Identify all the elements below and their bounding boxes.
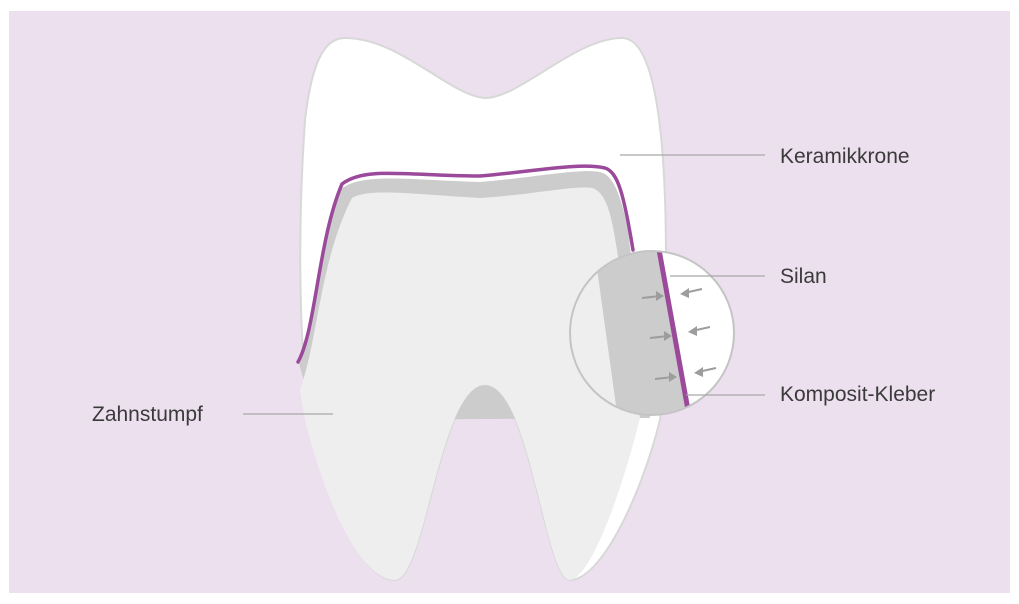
label-komposit-kleber: Komposit-Kleber [780,384,935,405]
label-keramikkrone: Keramikkrone [780,146,910,167]
label-silan: Silan [780,266,827,287]
label-zahnstumpf: Zahnstumpf [92,404,203,425]
